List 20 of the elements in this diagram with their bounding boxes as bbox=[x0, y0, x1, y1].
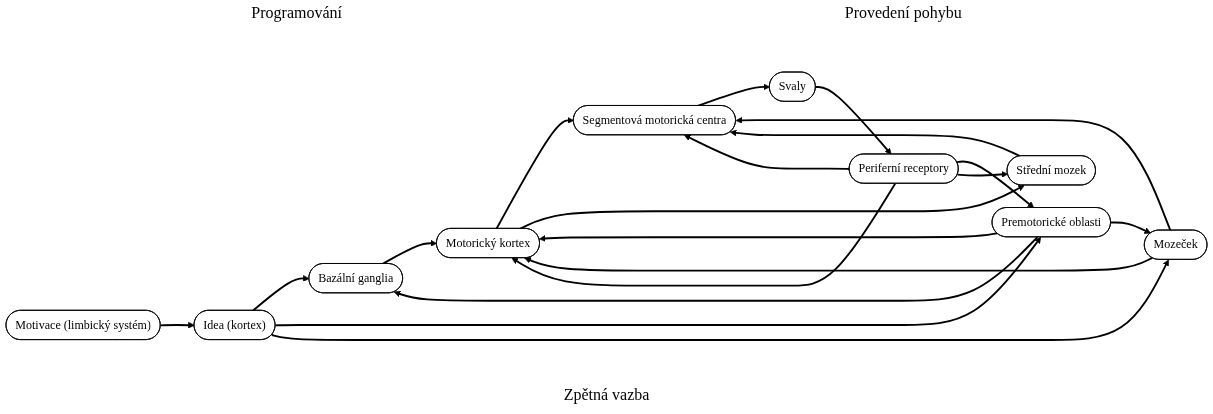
arrow bbox=[1109, 221, 1151, 234]
arrow bbox=[684, 134, 851, 170]
arrow bbox=[381, 239, 438, 265]
section-heading: Programování bbox=[251, 4, 342, 22]
arrow bbox=[735, 117, 1172, 232]
arrow bbox=[495, 117, 574, 230]
arrow bbox=[538, 232, 999, 242]
arrow bbox=[524, 256, 1154, 272]
arrow bbox=[159, 321, 195, 329]
arrow bbox=[393, 236, 1039, 302]
arrow bbox=[956, 160, 1035, 209]
arrow bbox=[274, 236, 1042, 327]
arrow bbox=[511, 182, 897, 287]
arrow bbox=[270, 259, 1169, 341]
arrow bbox=[251, 275, 310, 312]
feedback-label: Zpětná vazba bbox=[563, 386, 650, 403]
arrow bbox=[814, 86, 892, 155]
arrow bbox=[956, 171, 1009, 178]
section-heading: Provedení pohybu bbox=[844, 4, 962, 22]
arrow bbox=[519, 185, 1025, 230]
